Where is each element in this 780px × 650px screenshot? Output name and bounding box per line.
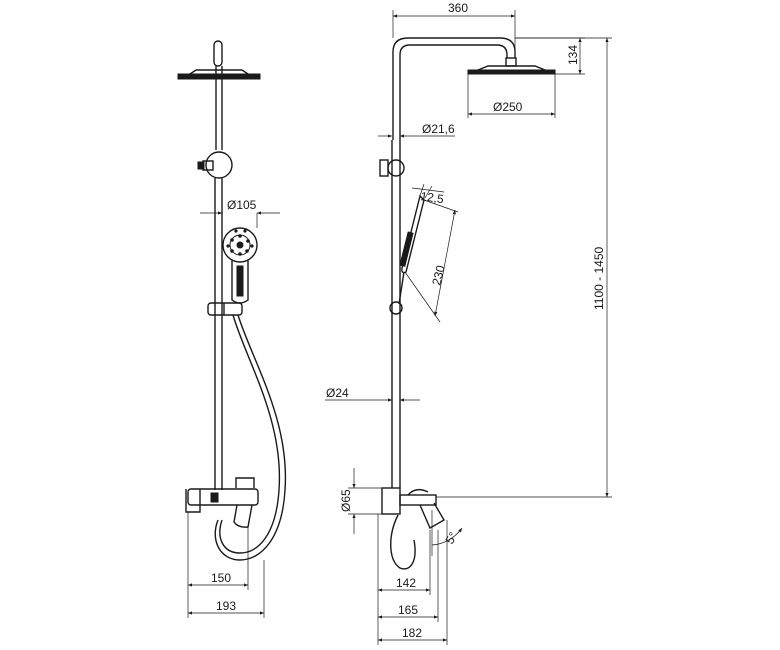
dim-105: Ø105 bbox=[227, 198, 257, 212]
side-diverter bbox=[387, 159, 405, 177]
dim-5-deg: 5° bbox=[442, 529, 460, 546]
top-nozzle bbox=[213, 40, 223, 67]
dim-165: 165 bbox=[398, 603, 418, 617]
dim-150: 150 bbox=[211, 571, 231, 585]
front-mixer-lever bbox=[233, 504, 253, 528]
side-mixer-lever bbox=[419, 502, 445, 529]
dim-65: Ø65 bbox=[339, 489, 353, 512]
front-diverter-joint bbox=[205, 151, 233, 179]
side-handshower bbox=[401, 194, 425, 274]
dim-360: 360 bbox=[448, 1, 468, 15]
dim-250: Ø250 bbox=[493, 100, 523, 114]
front-view bbox=[177, 40, 287, 561]
front-rain-head bbox=[177, 73, 261, 80]
front-hose bbox=[214, 314, 287, 561]
side-hose bbox=[390, 514, 416, 570]
side-rain-head bbox=[467, 69, 556, 75]
side-slider-holder bbox=[389, 301, 403, 315]
dim-193: 193 bbox=[216, 599, 236, 613]
dim-21-6: Ø21,6 bbox=[422, 122, 455, 136]
side-view bbox=[379, 37, 556, 570]
dimension-lines bbox=[187, 10, 612, 645]
dim-1100-1450: 1100 - 1450 bbox=[592, 247, 606, 310]
side-mixer-body bbox=[381, 487, 401, 515]
side-overhead-arm bbox=[392, 37, 516, 140]
dim-12-5: 12,5 bbox=[420, 189, 445, 206]
dim-142: 142 bbox=[396, 576, 416, 590]
dim-230: 230 bbox=[429, 264, 448, 287]
dim-134: 134 bbox=[566, 45, 580, 65]
dim-24: Ø24 bbox=[326, 386, 349, 400]
front-mixer-body bbox=[187, 488, 259, 506]
dim-182: 182 bbox=[402, 626, 422, 640]
dimension-labels: 360 134 Ø250 Ø21,6 12,5 230 1100 - 1450 … bbox=[211, 1, 606, 640]
front-handshower-head bbox=[222, 227, 258, 263]
front-slider-holder bbox=[207, 302, 243, 316]
